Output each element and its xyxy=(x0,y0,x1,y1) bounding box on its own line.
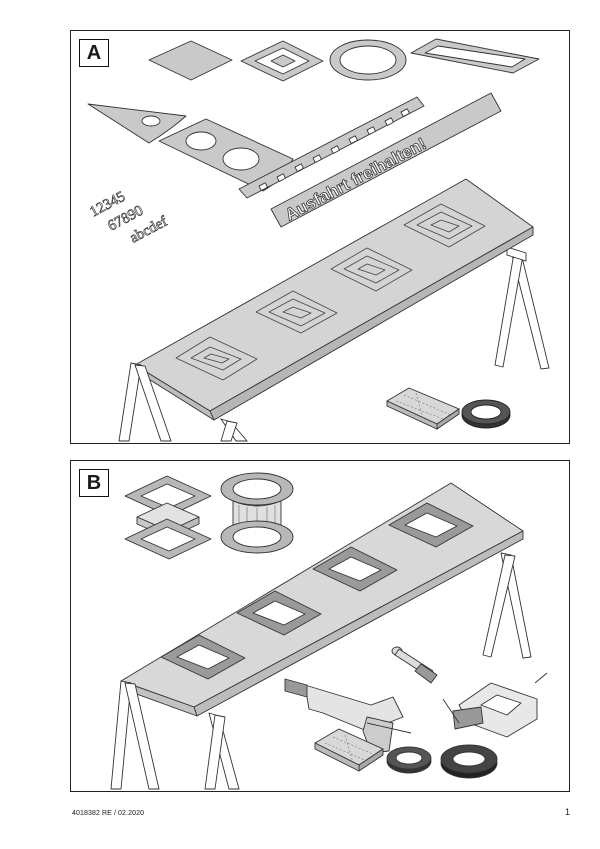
jigsaw xyxy=(442,672,548,738)
stencil-strip-text: Ausfahrt freihalten! xyxy=(282,134,429,224)
step-panel-b: B xyxy=(70,460,570,792)
stencil-square-strip xyxy=(238,96,425,199)
illustration-b xyxy=(110,472,548,790)
work-board xyxy=(134,178,534,412)
sawhorse-front-left-b xyxy=(110,680,132,790)
step-panel-a: A xyxy=(70,30,570,444)
stencil-text-strip xyxy=(270,92,502,228)
stencil-diamond xyxy=(148,40,233,81)
screwdriver xyxy=(391,646,438,684)
panel-label-a: A xyxy=(79,39,109,67)
stencil-curved-triangle xyxy=(87,103,187,144)
panel-label-b: B xyxy=(79,469,109,497)
document-code: 4018382 RE / 02.2020 xyxy=(72,810,145,817)
board-square-3 xyxy=(330,247,413,292)
sawhorse-front-left xyxy=(118,362,142,442)
board-square-1 xyxy=(175,336,258,381)
page-number: 1 xyxy=(565,807,571,817)
board-square-2 xyxy=(255,290,338,334)
illustration-a: Ausfahrt freihalten! 12345 67890 abcdef xyxy=(87,38,550,442)
board-square-4 xyxy=(403,203,486,248)
